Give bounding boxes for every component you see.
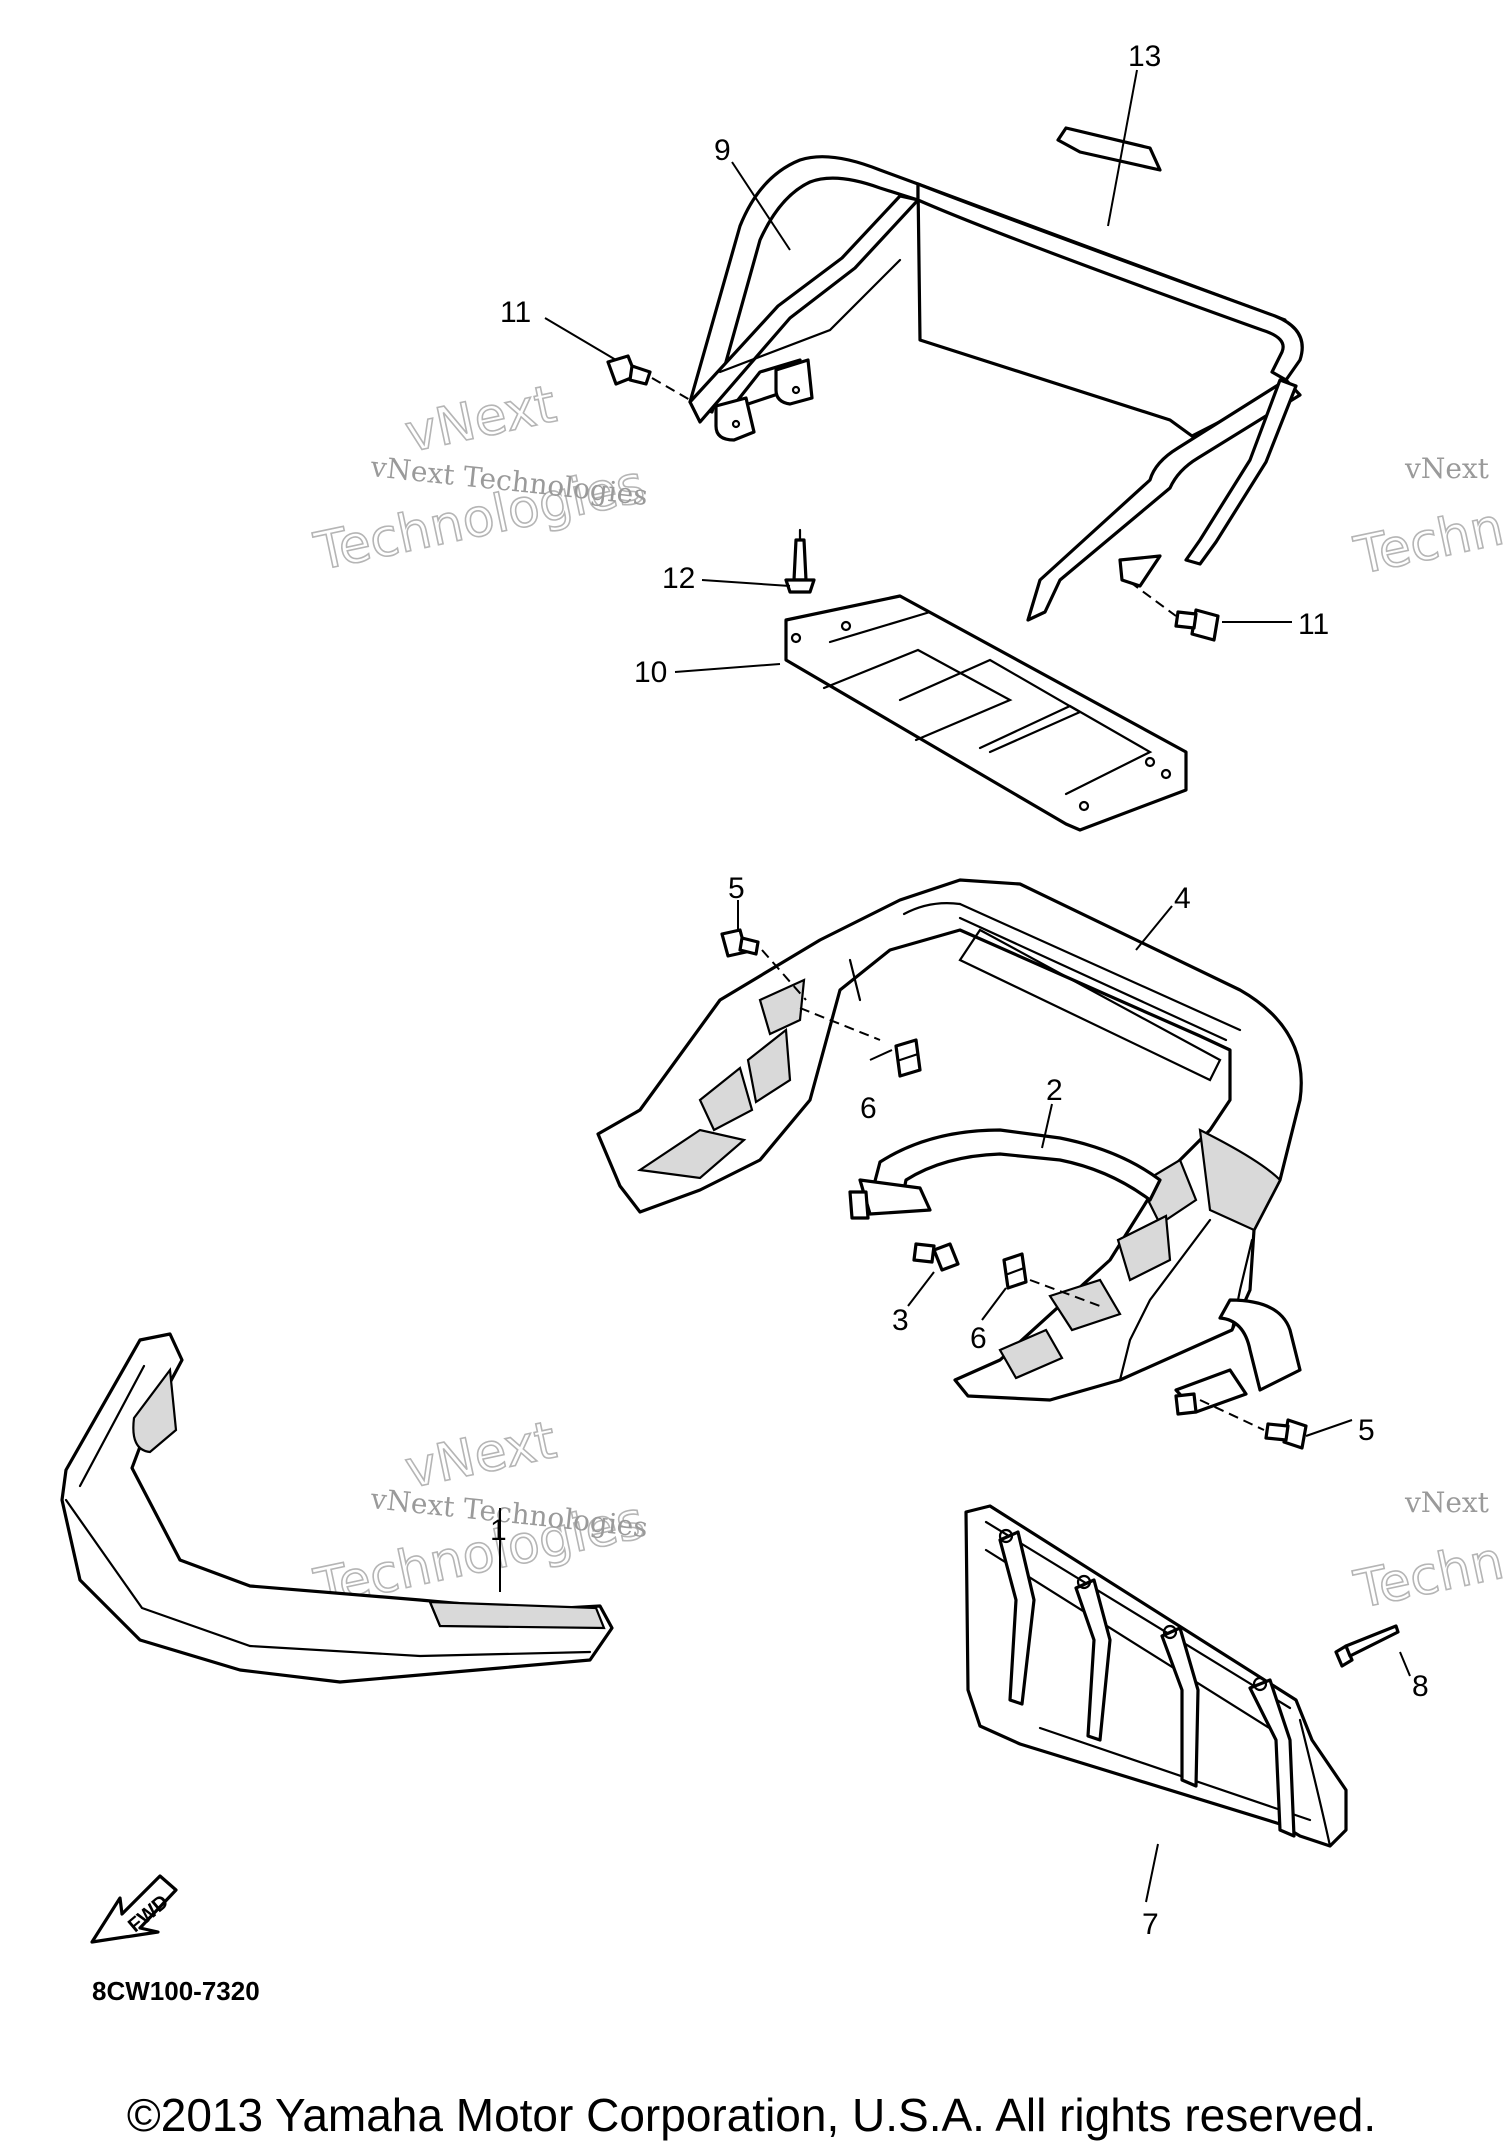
callout-3: 3 <box>892 1304 909 1337</box>
leader-lines <box>499 69 1411 1903</box>
part-6-clip-lower <box>1002 1252 1101 1307</box>
part-6-clip-upper <box>799 1007 922 1078</box>
part-11-bolt-right <box>1129 581 1220 642</box>
callout-13: 13 <box>1128 40 1161 73</box>
watermark-right-big: Techn <box>1349 1531 1503 1621</box>
callout-6-upper: 6 <box>860 1092 877 1125</box>
callout-9: 9 <box>714 134 731 167</box>
part-5-bolt-lower <box>1199 1399 1308 1450</box>
drawing-code: 8CW100-7320 <box>92 1976 260 2006</box>
part-11-bolt-left <box>606 354 691 401</box>
watermark-right-line: vNext <box>1404 452 1490 485</box>
part-13-label-sticker <box>1056 126 1162 172</box>
callout-5-upper: 5 <box>728 872 745 905</box>
watermark-right-bottom: vNext Techn <box>1348 1486 1503 1622</box>
watermark-left-bottom: vNext Technologies vNext Technologies <box>308 1410 650 1620</box>
watermark-right-big: Techn <box>1349 497 1503 587</box>
callout-8: 8 <box>1412 1670 1429 1703</box>
part-12-rivet <box>784 528 816 594</box>
callout-6-lower: 6 <box>970 1322 987 1355</box>
watermark-left-top: vNext Technologies vNext Technologies <box>308 374 650 584</box>
callout-10: 10 <box>634 656 667 689</box>
callout-7: 7 <box>1142 1908 1159 1941</box>
watermark-big-1: vNext <box>400 374 561 464</box>
part-3-bolt <box>912 1242 960 1272</box>
part-1-front-bumper <box>60 1332 614 1684</box>
part-4-rear-guard <box>596 878 1303 1402</box>
part-2-stay <box>848 1128 1302 1416</box>
copyright-notice: ©2013 Yamaha Motor Corporation, U.S.A. A… <box>126 2089 1377 2141</box>
fwd-arrow: FWD <box>90 1874 178 1944</box>
callout-4: 4 <box>1174 882 1191 915</box>
watermark-right-top: vNext Techn <box>1348 452 1503 588</box>
part-7-mud-flap <box>964 1504 1348 1848</box>
callout-2: 2 <box>1046 1074 1063 1107</box>
part-5-bolt-upper <box>720 928 807 1001</box>
callouts: 13 9 11 11 12 10 5 4 2 6 3 6 5 8 7 1 <box>490 40 1429 1941</box>
part-8-rivet <box>1334 1624 1400 1668</box>
part-9-rear-carrier <box>688 155 1304 622</box>
part-10-floor-plate <box>784 594 1188 832</box>
callout-11-left: 11 <box>500 296 531 329</box>
callout-1: 1 <box>490 1514 507 1547</box>
callout-5-lower: 5 <box>1358 1414 1375 1447</box>
callout-11-right: 11 <box>1298 608 1329 641</box>
callout-12: 12 <box>662 562 695 595</box>
watermark-right-line: vNext <box>1404 1486 1490 1519</box>
